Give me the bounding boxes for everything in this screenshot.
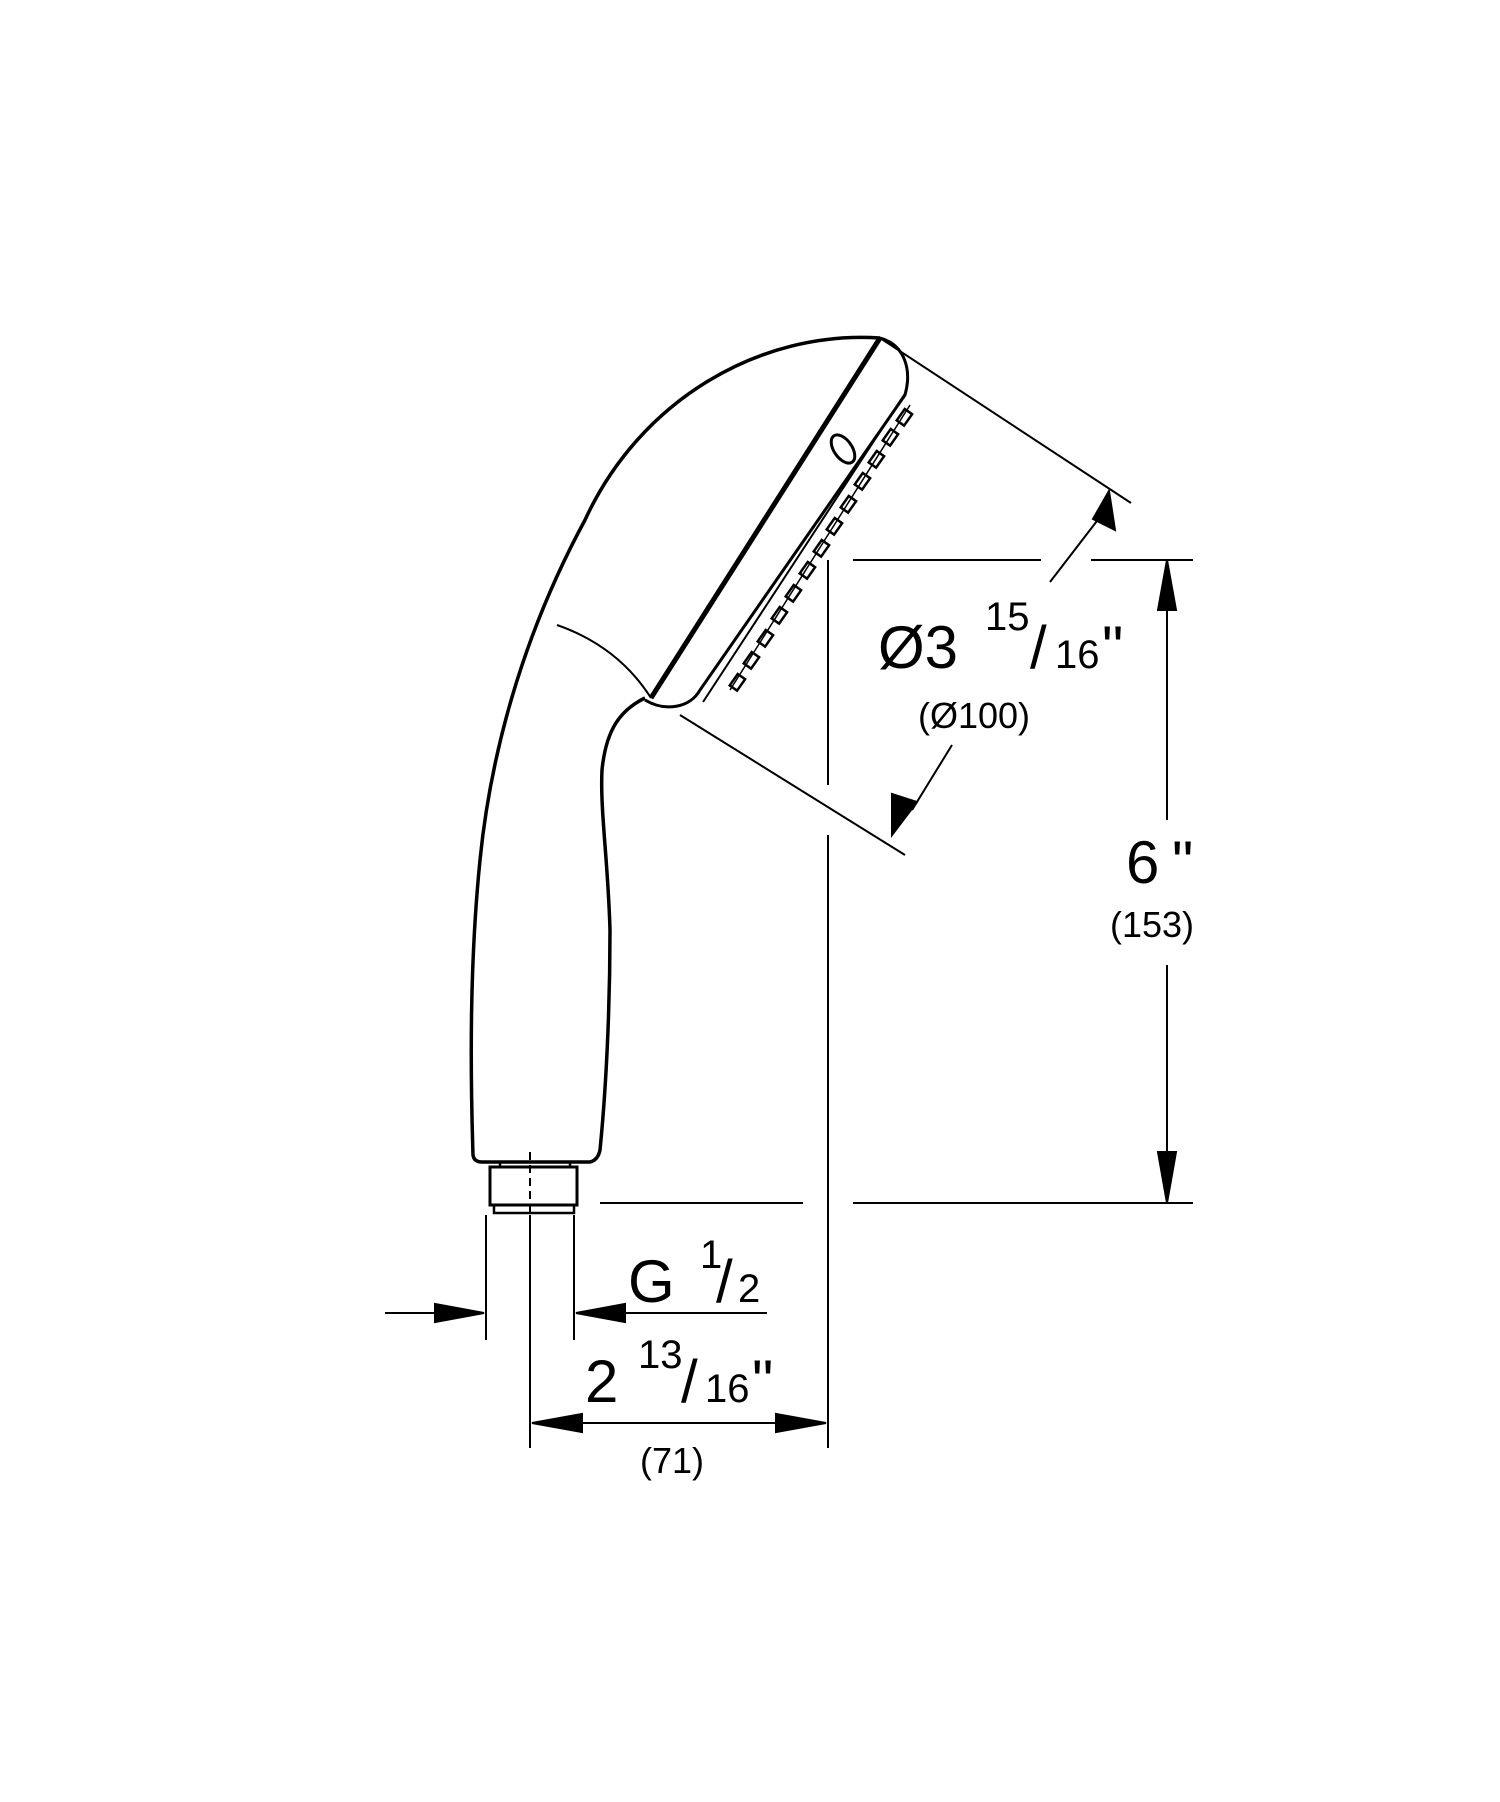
offset-frac-slash: / — [681, 1348, 698, 1415]
thread-frac-slash: / — [716, 1248, 733, 1315]
thread-fitting — [488, 1152, 579, 1215]
offset-metric: (71) — [640, 1440, 704, 1481]
diameter-unit: " — [1102, 614, 1123, 681]
height-metric: (153) — [1110, 904, 1194, 945]
diameter-frac-den: 16 — [1055, 633, 1100, 677]
offset-inch-whole: 2 — [585, 1348, 618, 1415]
thread-prefix: G — [628, 1248, 675, 1315]
height-unit: " — [1172, 829, 1193, 896]
diameter-inch-whole: Ø3 — [878, 614, 958, 681]
diameter-frac-slash: / — [1030, 614, 1047, 681]
thread-frac-den: 2 — [738, 1267, 760, 1311]
height-label: 6 " (153) — [1110, 829, 1194, 945]
shower-body — [469, 335, 910, 1164]
thread-frac-num: 1 — [700, 1233, 722, 1277]
offset-unit: " — [752, 1348, 773, 1415]
spray-nozzles — [727, 404, 914, 693]
diameter-metric: (Ø100) — [918, 695, 1030, 736]
offset-label: 2 13 / 16 " (71) — [585, 1333, 773, 1481]
dimension-lines — [385, 337, 1193, 1448]
diameter-frac-num: 15 — [985, 595, 1030, 639]
offset-frac-den: 16 — [705, 1367, 750, 1411]
offset-frac-num: 13 — [638, 1333, 683, 1377]
height-inch: 6 — [1126, 829, 1159, 896]
diameter-label: Ø3 15 / 16 " (Ø100) — [878, 595, 1123, 736]
thread-label: G 1 / 2 — [628, 1233, 760, 1315]
